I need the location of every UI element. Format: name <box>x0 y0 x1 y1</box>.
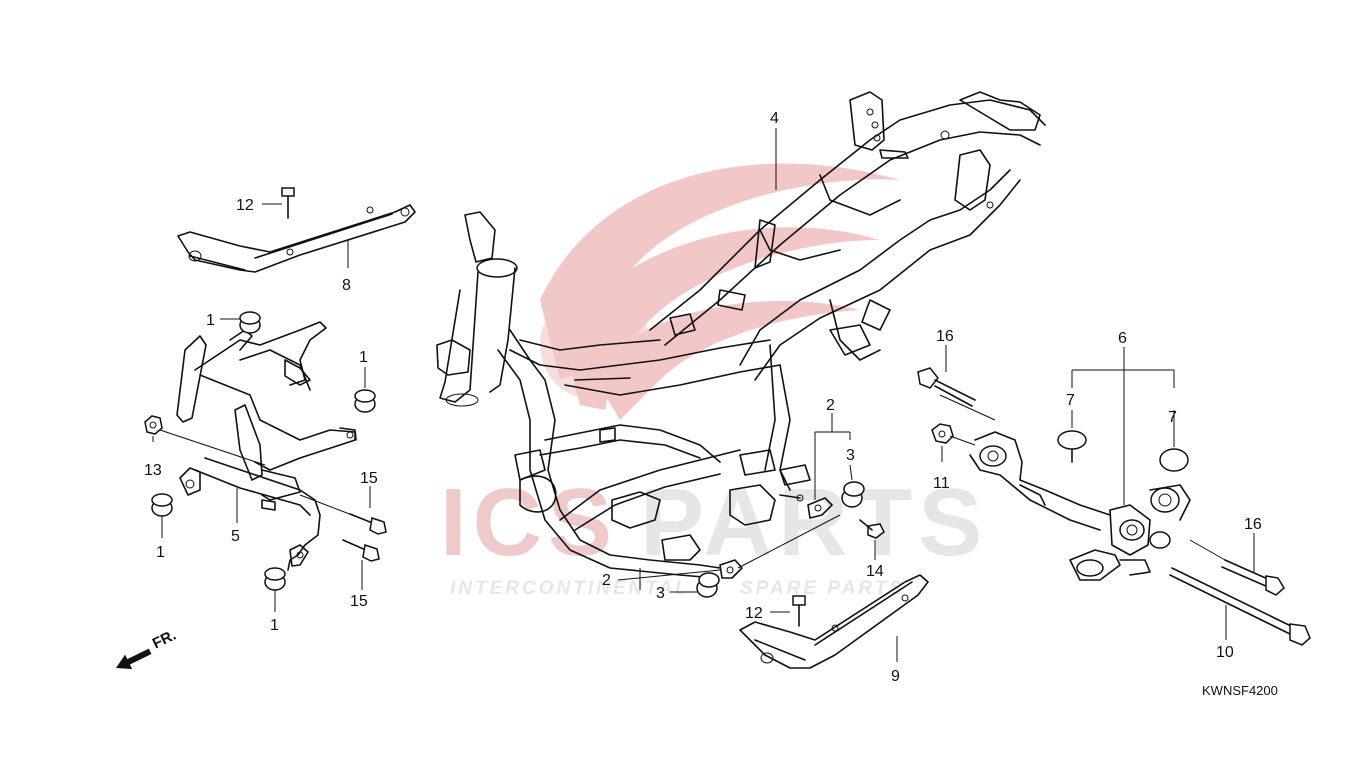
callout-15-lower: 15 <box>350 593 368 610</box>
callout-16-lower: 16 <box>1244 516 1262 533</box>
bolt-16-lower <box>1221 559 1285 596</box>
callout-1-top: 1 <box>206 312 215 329</box>
diagram-code: KWNSF4200 <box>1202 683 1278 698</box>
watermark: ICS PARTS INTERCONTINENTAL SPARE PARTS <box>440 163 988 599</box>
watermark-brand-right: PARTS <box>640 469 988 576</box>
callout-14: 14 <box>866 563 884 580</box>
watermark-tagline-a: INTERCONTINENTAL <box>450 578 690 599</box>
rubber-grommets-left <box>144 311 387 591</box>
callout-4: 4 <box>770 110 779 127</box>
grommet-right <box>354 389 376 413</box>
callout-1-left: 1 <box>156 544 165 561</box>
callout-10: 10 <box>1216 644 1234 661</box>
callout-13: 13 <box>144 462 162 479</box>
callout-12-upper: 12 <box>236 197 254 214</box>
callout-3-upper: 3 <box>846 447 855 464</box>
watermark-tagline-b: SPARE PARTS <box>740 578 905 599</box>
callout-3-lower: 3 <box>656 585 665 602</box>
callout-11: 11 <box>933 475 950 492</box>
grommet-upper <box>841 481 865 508</box>
clip-upper <box>807 497 833 519</box>
step-bracket-upper-part <box>177 187 416 273</box>
front-arrow-icon <box>116 648 152 670</box>
front-direction-marker: FR. <box>116 627 179 670</box>
nut-13 <box>144 415 163 435</box>
leader-lines <box>152 128 1255 662</box>
watermark-brand-left: ICS <box>440 469 618 576</box>
rubber-cushion-right <box>1159 448 1189 472</box>
callout-16-upper: 16 <box>936 328 954 345</box>
nut-11 <box>931 423 954 444</box>
callout-1-bottom: 1 <box>270 617 279 634</box>
grommet-bottom <box>264 567 286 591</box>
main-frame-body-part <box>436 91 1046 579</box>
callout-1-right: 1 <box>359 349 368 366</box>
rubber-cushion-left <box>1057 430 1087 463</box>
front-bracket-assembly-part <box>176 321 357 571</box>
grommet-top <box>239 311 261 334</box>
callout-12-lower: 12 <box>745 605 763 622</box>
front-label: FR. <box>150 627 179 653</box>
callout-7-left: 7 <box>1066 392 1075 409</box>
callout-8: 8 <box>342 277 351 294</box>
callout-6: 6 <box>1118 330 1127 347</box>
step-bracket-lower-part <box>739 574 929 669</box>
callout-9: 9 <box>891 668 900 685</box>
callout-2-upper: 2 <box>826 397 835 414</box>
callout-numbers: 12 8 1 1 13 5 1 15 15 1 4 2 3 2 3 14 12 … <box>144 110 1262 685</box>
grommet-lower <box>696 572 720 598</box>
bolt-16-upper <box>917 367 976 407</box>
grommet-left-low <box>151 493 173 517</box>
bolt-10 <box>1169 567 1311 646</box>
rear-fork-bracket-part <box>917 367 1311 646</box>
clips-and-grommets-center <box>696 481 885 598</box>
callout-5: 5 <box>231 528 240 545</box>
callout-7-right: 7 <box>1168 409 1177 426</box>
bolt-14 <box>859 519 885 539</box>
callout-2-lower: 2 <box>602 572 611 589</box>
bolt-15-upper <box>349 513 387 535</box>
clip-lower <box>719 559 743 579</box>
callout-15-upper: 15 <box>360 470 378 487</box>
bolt-15-lower <box>342 539 380 562</box>
